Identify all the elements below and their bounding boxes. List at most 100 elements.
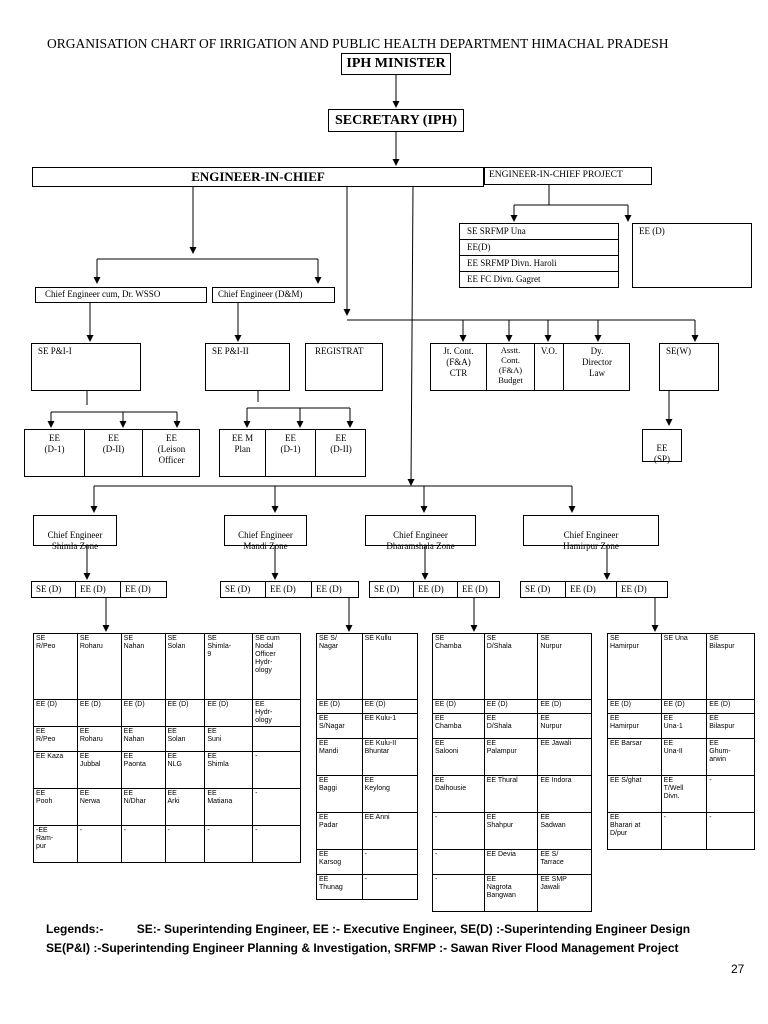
project-ee-d-box: EE (D) xyxy=(632,223,752,288)
table-cell: EE Barsar xyxy=(607,738,662,776)
row-cell: EE (D) xyxy=(80,584,106,594)
zone-shimla-box: Chief Engineer Shimla Zone xyxy=(33,515,117,551)
zone-mandi-row: SE (D) EE (D) EE (D) xyxy=(220,581,359,598)
table-cell: EE Una-II xyxy=(660,738,708,776)
table-cell: - xyxy=(252,825,301,863)
table-cell: SE D/Shala xyxy=(483,633,539,700)
table-cell: EE (D) xyxy=(120,699,166,727)
table-cell: SE Bilaspur xyxy=(706,633,755,700)
engineer-in-chief-label: ENGINEER-IN-CHIEF xyxy=(191,169,325,184)
table-cell: EE R/Peo xyxy=(33,726,78,752)
table-cell: - xyxy=(432,874,485,912)
zone-mandi-label: Chief Engineer Mandi Zone xyxy=(238,530,293,551)
table-row: EE (D)EE (D)EE (D) xyxy=(432,699,592,714)
table-cell: EE Salooni xyxy=(432,738,485,776)
table-cell: EE (D) xyxy=(432,699,485,714)
row-cell: EE (D) xyxy=(570,584,596,594)
row-cell: EE (D) xyxy=(125,584,151,594)
table-cell: EE S/Nagar xyxy=(316,713,363,739)
secretary-box: SECRETARY (IPH) xyxy=(328,109,464,132)
table-cell: SE Nahan xyxy=(120,633,166,700)
row-cell: SE (D) xyxy=(36,584,62,594)
legend-text-2: SE(P&I) :-Superintending Engineer Planni… xyxy=(46,941,679,955)
table-cell: EE Shahpur xyxy=(483,812,539,850)
chief-engineer-wsso-label: Chief Engineer cum, Dr. WSSO xyxy=(45,289,161,299)
table-cell: EE (D) xyxy=(706,699,755,714)
table-cell: EE Solan xyxy=(164,726,206,752)
table-cell: EE Jawali xyxy=(537,738,592,776)
table-cell: - xyxy=(706,812,755,850)
table-cell: EE (D) xyxy=(607,699,662,714)
table-cell: EE Paonta xyxy=(120,751,166,789)
iph-minister-box: IPH MINISTER xyxy=(341,53,451,75)
table-cell: - xyxy=(204,825,254,863)
ee-d2-cell: EE (D-II) xyxy=(102,433,125,454)
table-cell: EE Una-1 xyxy=(660,713,708,739)
se-pi-2-box: SE P&I-II xyxy=(205,343,290,391)
table-cell: EE Mandi xyxy=(316,738,363,776)
table-cell: - xyxy=(432,812,485,850)
se-pi-1-label: SE P&I-I xyxy=(38,346,72,356)
se-pi-1-box: SE P&I-I xyxy=(31,343,141,391)
zone-shimla-row: SE (D) EE (D) EE (D) xyxy=(31,581,167,598)
row-cell: EE (D) xyxy=(270,584,296,594)
finance-legal-group: Jt. Cont. (F&A) CTR Asstt. Cont. (F&A) B… xyxy=(430,343,630,391)
project-se-srfmp-una: SE SRFMP Una xyxy=(467,226,526,236)
table-cell: EE T/Well Divn. xyxy=(660,775,708,813)
table-cell: EE Arki xyxy=(164,788,206,826)
table-cell: SE Hamirpur xyxy=(607,633,662,700)
table-cell: SE S/ Nagar xyxy=(316,633,363,700)
table-cell: EE Matiana xyxy=(204,788,254,826)
table-cell: EE N/Dhar xyxy=(120,788,166,826)
table-cell: EE Baggi xyxy=(316,775,363,813)
registrat-label: REGISTRAT xyxy=(315,346,364,356)
table-cell: -EE Ram- pur xyxy=(33,825,78,863)
table-cell: - xyxy=(120,825,166,863)
table-cell: EE (D) xyxy=(316,699,363,714)
project-ee-d: EE(D) xyxy=(467,242,491,252)
table-cell: SE Roharu xyxy=(76,633,122,700)
legend-line-1: Legends:- SE:- Superintending Engineer, … xyxy=(46,920,690,938)
table-row: EE (D)EE (D)EE (D) xyxy=(607,699,755,714)
ee-group-1: EE (D-1) EE (D-II) EE (Leison Officer xyxy=(24,429,200,477)
table-cell: EE Devia xyxy=(483,849,539,875)
ee-sp-label: EE (SP) xyxy=(653,443,670,464)
table-cell: EE (D) xyxy=(76,699,122,727)
iph-minister-label: IPH MINISTER xyxy=(346,56,446,71)
table-cell: EE Sadwan xyxy=(537,812,592,850)
table-cell: EE Bilaspur xyxy=(706,713,755,739)
table-cell: EE Karsog xyxy=(316,849,363,875)
zone-dharamshala-row: SE (D) EE (D) EE (D) xyxy=(369,581,500,598)
zone-hamirpur-label: Chief Engineer Hamirpur Zone xyxy=(563,530,619,551)
table-cell: EE Indora xyxy=(537,775,592,813)
table-cell: EE Dalhousie xyxy=(432,775,485,813)
table-cell: EE Nahan xyxy=(120,726,166,752)
table-cell: EE Padar xyxy=(316,812,363,850)
vo-cell: V.O. xyxy=(540,346,558,356)
se-w-label: SE(W) xyxy=(666,346,691,356)
table-cell: EE Thunag xyxy=(316,874,363,900)
table-cell: EE (D) xyxy=(204,699,254,727)
registrat-box: REGISTRAT xyxy=(305,343,383,391)
se-w-box: SE(W) xyxy=(659,343,719,391)
row-cell: EE (D) xyxy=(418,584,444,594)
table-cell: EE S/ Tarrace xyxy=(537,849,592,875)
engineer-in-chief-box: ENGINEER-IN-CHIEF xyxy=(32,167,484,187)
table-cell: EE Kaza xyxy=(33,751,78,789)
table-cell: - xyxy=(252,751,301,789)
ee-sp-box: EE (SP) xyxy=(642,429,682,464)
